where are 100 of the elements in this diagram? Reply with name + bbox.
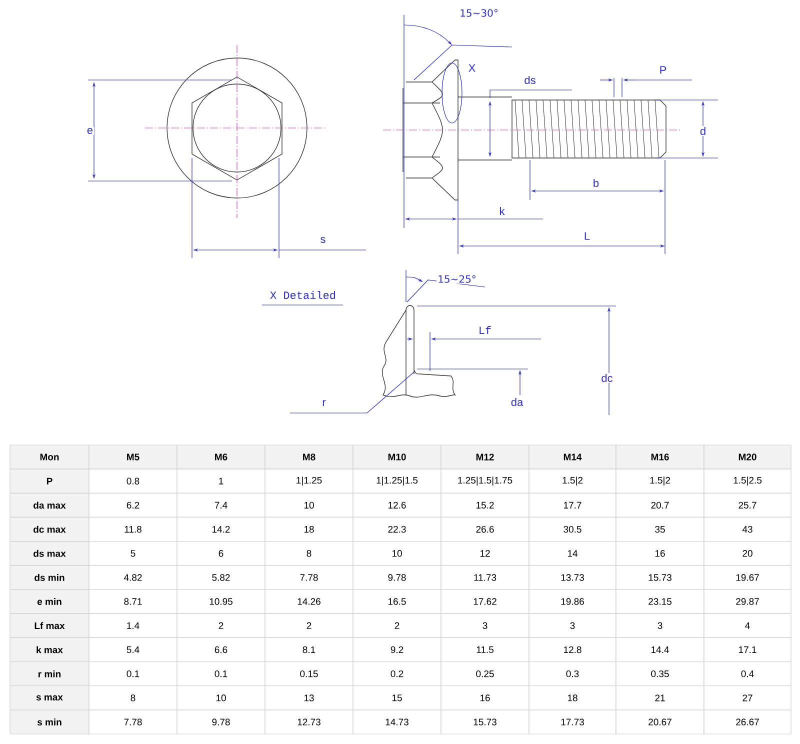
table-cell: 8 — [88, 686, 178, 710]
table-cell: 9.2 — [352, 637, 442, 662]
table-cell: 1.5|2.5 — [704, 468, 792, 494]
table-cell: 30.5 — [528, 516, 616, 542]
table-cell: 17.73 — [528, 710, 616, 734]
table-cell: 14.26 — [264, 589, 354, 614]
table-cell: 8.71 — [88, 589, 178, 614]
dimension-label: b — [592, 178, 600, 188]
table-cell: 20 — [704, 541, 792, 566]
table-cell: 26.67 — [704, 710, 792, 734]
table-cell: 12.73 — [264, 710, 354, 734]
dimension-label: X Detailed — [269, 290, 337, 300]
table-cell: 13.73 — [528, 565, 616, 590]
table-cell: 18 — [264, 516, 354, 542]
dimension-label: e — [86, 127, 94, 136]
table-cell: 1.5|2 — [616, 468, 704, 494]
table-cell: 17.1 — [704, 637, 792, 662]
table-cell: 10.95 — [176, 589, 266, 614]
table-cell: 14 — [528, 541, 616, 566]
table-cell: 10 — [176, 686, 266, 710]
table-header-cell: M6 — [176, 444, 266, 470]
table-cell: 9.78 — [176, 710, 266, 734]
table-cell: 16 — [616, 541, 704, 566]
table-cell: 29.87 — [704, 589, 792, 614]
table-cell: 8 — [264, 541, 354, 566]
dimension-label: k — [498, 206, 506, 216]
table-cell: 14.73 — [352, 710, 442, 734]
table-cell: 26.6 — [440, 516, 530, 542]
table-cell: 16.5 — [352, 589, 442, 614]
table-header-cell: da max — [10, 492, 90, 518]
table-header-cell: M5 — [88, 444, 178, 470]
table-cell: 2 — [352, 613, 442, 638]
table-cell: 22.3 — [352, 516, 442, 542]
table-header-cell: P — [10, 468, 90, 494]
table-cell: 0.15 — [264, 662, 354, 686]
dimension-label: L — [582, 231, 592, 241]
table-header-cell: ds max — [10, 541, 90, 566]
table-cell: 10 — [264, 492, 354, 518]
table-cell: 1.5|2 — [528, 468, 616, 494]
table-header-cell: k max — [10, 637, 90, 662]
table-cell: 11.8 — [88, 516, 178, 542]
table-cell: 20.7 — [616, 492, 704, 518]
table-cell: 7.78 — [264, 565, 354, 590]
table-cell: 11.73 — [440, 565, 530, 590]
dimension-label: d — [698, 126, 708, 136]
table-header-cell: M16 — [616, 444, 704, 470]
table-cell: 1|1.25|1.5 — [352, 468, 442, 494]
table-cell: 17.7 — [528, 492, 616, 518]
table-header-cell: ds min — [10, 565, 90, 590]
table-cell: 3 — [616, 613, 704, 638]
dimension-label: dc — [600, 372, 614, 384]
table-header-cell: M10 — [352, 444, 442, 470]
table-cell: 0.25 — [440, 662, 530, 686]
table-cell: 13 — [264, 686, 354, 710]
dimension-label: ds — [523, 74, 537, 86]
table-cell: 0.1 — [176, 662, 266, 686]
table-cell: 14.2 — [176, 516, 266, 542]
table-cell: 12.6 — [352, 492, 442, 518]
table-cell: 5.4 — [88, 637, 178, 662]
table-cell: 23.15 — [616, 589, 704, 614]
table-header-cell: s max — [10, 686, 90, 710]
table-cell: 0.35 — [616, 662, 704, 686]
table-cell: 0.1 — [88, 662, 178, 686]
table-header-cell: Lf max — [10, 613, 90, 638]
table-cell: 11.5 — [440, 637, 530, 662]
table-header-cell: Mon — [10, 444, 90, 470]
table-cell: 10 — [352, 541, 442, 566]
table-cell: 1 — [176, 468, 266, 494]
table-cell: 17.62 — [440, 589, 530, 614]
table-cell: 7.78 — [88, 710, 178, 734]
table-cell: 0.2 — [352, 662, 442, 686]
table-cell: 0.8 — [88, 468, 178, 494]
dimension-label: 15~25° — [436, 274, 478, 284]
table-cell: 2 — [176, 613, 266, 638]
table-cell: 3 — [440, 613, 530, 638]
table-cell: 3 — [528, 613, 616, 638]
dimension-label: Lf — [477, 325, 493, 335]
table-cell: 15 — [352, 686, 442, 710]
table-cell: 4 — [704, 613, 792, 638]
table-header-cell: s min — [10, 710, 90, 734]
table-cell: 21 — [616, 686, 704, 710]
table-cell: 8.1 — [264, 637, 354, 662]
dimension-label: 15~30° — [458, 8, 500, 18]
dimension-label: r — [321, 399, 327, 407]
table-cell: 19.67 — [704, 565, 792, 590]
table-cell: 20.67 — [616, 710, 704, 734]
table-cell: 18 — [528, 686, 616, 710]
table-cell: 43 — [704, 516, 792, 542]
dimension-label: P — [658, 65, 668, 75]
dimension-label: s — [319, 236, 327, 244]
table-header-cell: dc max — [10, 516, 90, 542]
table-cell: 9.78 — [352, 565, 442, 590]
table-cell: 14.4 — [616, 637, 704, 662]
table-cell: 6 — [176, 541, 266, 566]
table-header-cell: e min — [10, 589, 90, 614]
table-header-cell: M20 — [704, 444, 792, 470]
table-cell: 6.2 — [88, 492, 178, 518]
table-cell: 5.82 — [176, 565, 266, 590]
table-cell: 4.82 — [88, 565, 178, 590]
table-header-cell: M14 — [528, 444, 616, 470]
